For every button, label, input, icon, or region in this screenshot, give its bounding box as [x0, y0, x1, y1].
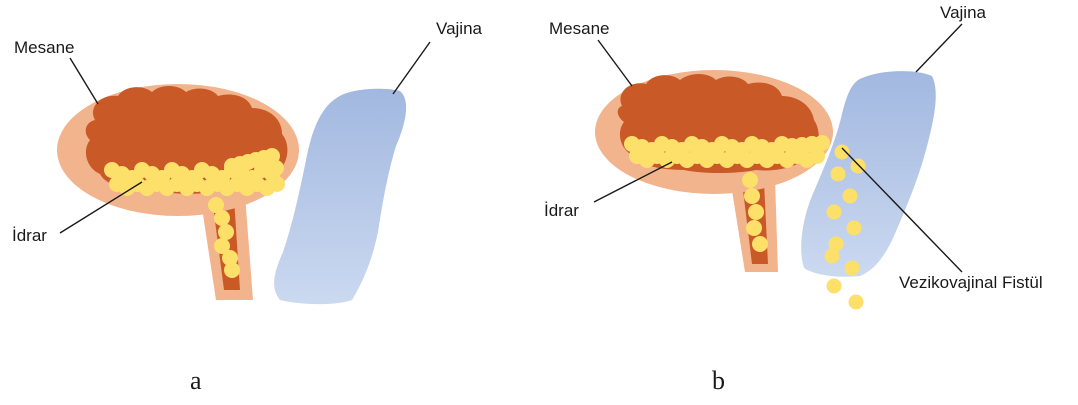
urine-droplet	[744, 188, 760, 204]
label-fistul: Vezikovajinal Fistül	[899, 273, 1043, 292]
label-mesane: Mesane	[14, 38, 74, 57]
caption-b: b	[712, 366, 725, 395]
pointer-line-mesane	[598, 40, 632, 86]
label-idrar: İdrar	[544, 201, 579, 220]
urine-droplet	[748, 204, 764, 220]
pointer-line-vajina	[393, 42, 430, 94]
urine-droplet	[843, 189, 858, 204]
urine-droplet	[847, 221, 862, 236]
label-idrar: İdrar	[12, 226, 47, 245]
urine-droplet	[268, 160, 284, 176]
urine-droplet	[849, 295, 864, 310]
urine-droplet	[845, 261, 860, 276]
urine-droplet	[831, 167, 846, 182]
urine-droplet	[835, 145, 850, 160]
urine-droplet	[214, 210, 230, 226]
urine-droplet	[224, 262, 240, 278]
caption-a: a	[190, 366, 202, 395]
label-vajina: Vajina	[940, 3, 987, 22]
label-vajina: Vajina	[436, 19, 483, 38]
urine-droplet	[814, 135, 830, 151]
urine-droplet	[269, 176, 285, 192]
panel-b: Mesane Vajina İdrar Vezikovajinal Fistül…	[544, 3, 1043, 395]
vagina-shape	[801, 71, 936, 277]
label-mesane: Mesane	[549, 19, 609, 38]
urine-droplet	[851, 159, 866, 174]
urine-droplet	[825, 249, 840, 264]
panel-a: Mesane Vajina İdrar a	[12, 19, 483, 395]
urine-droplet	[752, 236, 768, 252]
urine-droplet	[827, 205, 842, 220]
pointer-line-vajina	[916, 24, 962, 72]
pointer-line-mesane	[70, 58, 98, 104]
urine-droplet	[218, 224, 234, 240]
urine-droplet	[827, 279, 842, 294]
urine-droplet	[742, 172, 758, 188]
vagina-shape	[274, 89, 406, 304]
urine-droplet	[746, 220, 762, 236]
